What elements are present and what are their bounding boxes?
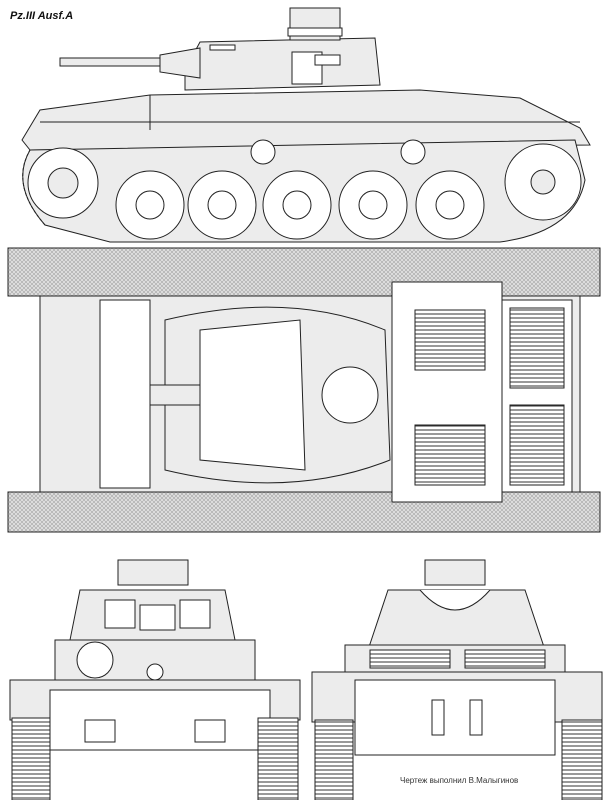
- turret: [184, 37, 381, 91]
- author-credit: Чертеж выполнил В.Малыгинов: [400, 776, 519, 785]
- rear-view: [311, 559, 603, 800]
- track-front-right: [257, 717, 299, 800]
- return-roller: [400, 139, 426, 165]
- track-right: [7, 491, 601, 533]
- track-left: [7, 247, 601, 297]
- gun-top: [149, 384, 201, 406]
- return-roller: [250, 139, 276, 165]
- track-rear-right: [561, 719, 603, 800]
- grill: [414, 309, 486, 371]
- road-wheels: [115, 170, 485, 240]
- top-view: [7, 247, 601, 533]
- grill: [414, 424, 486, 486]
- side-view: [21, 7, 591, 243]
- track-rear-left: [314, 719, 354, 800]
- front-view: [9, 559, 301, 800]
- cupola-top: [321, 366, 379, 424]
- track-front-left: [11, 717, 51, 800]
- gun-mantlet: [159, 47, 201, 79]
- main-gun: [59, 57, 161, 67]
- drawing-title: Pz.III Ausf.A: [10, 10, 74, 22]
